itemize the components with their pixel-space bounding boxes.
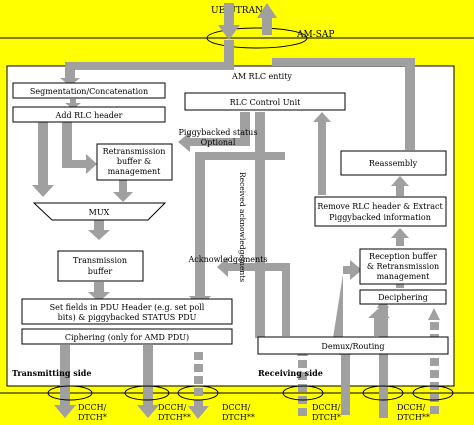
channel-ellipse-4 bbox=[282, 385, 324, 401]
remove-header-line2: Piggybacked information bbox=[329, 213, 431, 222]
set-fields-line2: bits) & piggybacked STATUS PDU bbox=[58, 313, 197, 322]
sap-up-arrow bbox=[257, 3, 277, 35]
segmentation-label: Segmentation/Concatenation bbox=[30, 87, 148, 96]
channel-ellipses bbox=[47, 385, 454, 401]
mux-label: MUX bbox=[89, 208, 110, 217]
piggybacked-line1: Piggybacked status bbox=[179, 128, 258, 137]
acknowledgements-label: Acknowledgements bbox=[188, 255, 268, 264]
set-fields-box bbox=[21, 298, 233, 325]
retrans-to-mux-arrow bbox=[113, 180, 133, 202]
channel-ellipse-2 bbox=[124, 385, 170, 401]
tx-out-arrow-2 bbox=[137, 345, 159, 418]
channel-ellipse-3 bbox=[177, 385, 219, 401]
channel-5-line1: DCCH/ bbox=[397, 403, 426, 412]
remove-to-control-arrow bbox=[313, 112, 331, 195]
top-label: UE/UTRAN bbox=[211, 6, 263, 16]
receiving-side-label: Receiving side bbox=[258, 368, 323, 378]
reception-to-remove-arrow bbox=[391, 228, 409, 246]
piggybacked-line2: Optional bbox=[201, 138, 236, 147]
reception-line2: & Retransmission bbox=[367, 262, 439, 271]
control-to-retrans-arrow bbox=[178, 112, 250, 152]
retrans-line3: management bbox=[108, 167, 162, 176]
mux-shape bbox=[32, 202, 167, 221]
channel-1-line1: DCCH/ bbox=[78, 403, 107, 412]
reception-box bbox=[359, 248, 447, 285]
remove-header-box bbox=[314, 196, 447, 227]
channel-ellipse-6 bbox=[412, 385, 454, 401]
transmission-box bbox=[57, 250, 144, 282]
demux-to-ack-bar bbox=[282, 271, 290, 336]
transmission-line1: Transmission bbox=[73, 256, 127, 265]
set-fields-line1: Set fields in PDU Header (e.g. set poll bbox=[50, 303, 205, 312]
channel-ellipse-5 bbox=[362, 385, 404, 401]
reception-line1: Reception buffer bbox=[369, 252, 437, 261]
channel-3-line1: DCCH/ bbox=[222, 403, 251, 412]
sap-to-segmentation-arrow bbox=[60, 40, 234, 86]
boxes: Segmentation/Concatenation Add RLC heade… bbox=[12, 82, 449, 355]
control-unit-box bbox=[184, 92, 346, 111]
segmentation-box bbox=[12, 82, 166, 99]
entity-label: AM RLC entity bbox=[231, 72, 292, 81]
ciphering-box bbox=[21, 328, 233, 345]
tx-dashed-arrow bbox=[188, 352, 209, 419]
ciphering-label: Ciphering (only for AMD PDU) bbox=[65, 333, 189, 342]
demux-to-reception-arrow bbox=[333, 260, 362, 338]
mux-to-transmission-arrow bbox=[88, 220, 110, 240]
channel-5-line2: DTCH** bbox=[397, 413, 430, 422]
channel-ellipse-1 bbox=[47, 385, 93, 401]
seg-to-header-arrow bbox=[65, 99, 81, 109]
control-unit-label: RLC Control Unit bbox=[230, 98, 302, 107]
channel-2-line1: DCCH/ bbox=[158, 403, 187, 412]
tx-out-arrow-1 bbox=[54, 345, 76, 418]
header-to-retrans-arrow bbox=[62, 122, 97, 174]
am-sap-label: AM-SAP bbox=[296, 30, 334, 40]
dashed-channel-arrows bbox=[188, 296, 440, 419]
retransmission-box bbox=[96, 143, 173, 181]
reception-line3: management bbox=[377, 272, 431, 281]
channel-4-line2: DTCH* bbox=[312, 413, 341, 422]
retrans-line2: buffer & bbox=[117, 157, 151, 166]
transmission-to-setfields-arrow bbox=[88, 282, 110, 302]
reassembly-label: Reassembly bbox=[369, 159, 418, 168]
transmitting-side-label: Transmitting side bbox=[12, 368, 91, 378]
ack-to-setfields-arrow bbox=[217, 257, 290, 277]
channel-labels: DCCH/ DTCH* DCCH/ DTCH** DCCH/ DTCH** DC… bbox=[78, 403, 430, 422]
am-sap-ellipse bbox=[206, 27, 308, 49]
channel-1-line2: DTCH* bbox=[78, 413, 107, 422]
remove-header-line1: Remove RLC header & Extract bbox=[317, 202, 443, 211]
channel-3-line2: DTCH** bbox=[222, 413, 255, 422]
add-header-box bbox=[12, 106, 166, 123]
channel-2-line2: DTCH** bbox=[158, 413, 191, 422]
sap-down-arrow bbox=[218, 3, 240, 40]
demux-label: Demux/Routing bbox=[321, 342, 384, 351]
received-ack-label: Received acknowledgements bbox=[238, 172, 247, 282]
received-ack-bar bbox=[255, 112, 265, 338]
demux-box bbox=[257, 336, 449, 355]
remove-to-reassembly-arrow bbox=[391, 176, 409, 196]
deciphering-box bbox=[359, 289, 447, 305]
rx-dashed-arrow-1 bbox=[297, 344, 308, 416]
deciphering-label: Deciphering bbox=[378, 293, 428, 302]
retrans-line1: Retransmission bbox=[103, 147, 166, 156]
channel-4-line1: DCCH/ bbox=[312, 403, 341, 412]
piggyback-path bbox=[189, 152, 285, 308]
reassembly-box bbox=[340, 150, 447, 176]
add-header-label: Add RLC header bbox=[55, 111, 123, 120]
transmission-line2: buffer bbox=[88, 267, 113, 276]
header-to-mux-left-arrow bbox=[32, 122, 54, 197]
